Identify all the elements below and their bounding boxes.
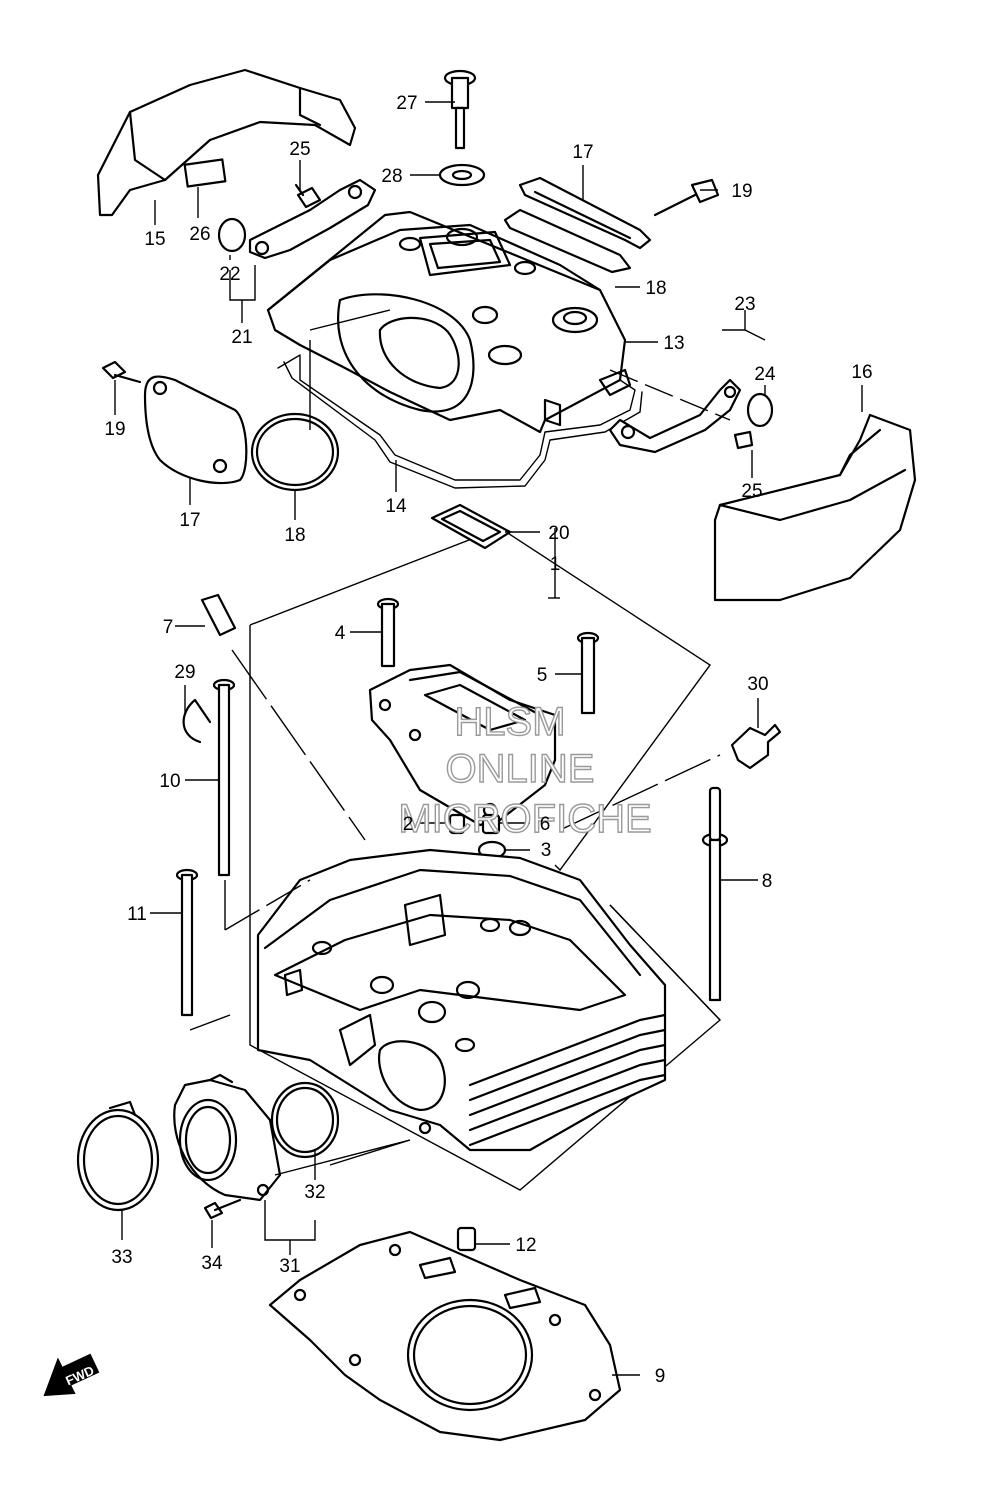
callout-12: 12 xyxy=(515,1235,536,1256)
cover-guard-right xyxy=(713,413,917,602)
callout-32: 32 xyxy=(304,1182,325,1203)
callout-25-top: 25 xyxy=(289,139,310,160)
callout-8: 8 xyxy=(762,871,773,892)
callout-25-right: 25 xyxy=(741,481,762,502)
callout-9: 9 xyxy=(655,1366,666,1387)
cylinder-head-cover xyxy=(266,210,632,434)
callout-2: 2 xyxy=(403,814,414,835)
stud-7 xyxy=(200,593,237,637)
callout-labels: 1 2 3 4 5 6 7 8 9 10 11 12 13 14 15 16 1… xyxy=(104,93,872,1387)
watermark: HLSM ONLINE MICROFICHE xyxy=(398,699,653,841)
bolt-19-right xyxy=(653,178,720,217)
callout-4: 4 xyxy=(335,623,346,644)
callout-17-top: 17 xyxy=(572,142,593,163)
callout-22: 22 xyxy=(219,264,240,285)
clamp-33 xyxy=(76,1108,160,1212)
callout-20: 20 xyxy=(548,523,569,544)
callout-24: 24 xyxy=(754,364,776,385)
callout-5: 5 xyxy=(537,665,548,686)
callout-31: 31 xyxy=(279,1256,300,1277)
callout-14: 14 xyxy=(385,496,407,517)
bolt-4 xyxy=(376,597,400,668)
callout-19-right: 19 xyxy=(731,181,752,202)
callout-29: 29 xyxy=(174,662,195,683)
cap-17-right xyxy=(518,176,652,250)
head-gasket-9 xyxy=(268,1230,622,1442)
fwd-arrow-icon: FWD xyxy=(43,1353,100,1397)
callout-18-left: 18 xyxy=(284,525,305,546)
bolt-27 xyxy=(443,69,477,150)
cap-17-left xyxy=(143,375,248,485)
bolt-8 xyxy=(701,786,729,1002)
spark-plug-30 xyxy=(730,723,782,770)
callout-33: 33 xyxy=(111,1247,132,1268)
callout-6: 6 xyxy=(540,814,551,835)
callout-28: 28 xyxy=(381,166,402,187)
damper-24 xyxy=(746,392,774,428)
damper-22 xyxy=(217,217,247,253)
dowel-12 xyxy=(456,1226,477,1252)
dowel-6 xyxy=(481,813,501,835)
watermark-line2: ONLINE xyxy=(446,747,595,791)
callout-1: 1 xyxy=(550,554,561,575)
bracket-23 xyxy=(608,378,742,454)
callout-30: 30 xyxy=(747,674,768,695)
callout-3: 3 xyxy=(541,840,552,861)
dowel-2 xyxy=(448,813,466,835)
callout-10: 10 xyxy=(159,771,180,792)
screw-34 xyxy=(203,1198,242,1220)
callout-27: 27 xyxy=(396,93,417,114)
watermark-line3: MICROFICHE xyxy=(398,797,651,841)
damper-26 xyxy=(183,158,227,188)
callout-15: 15 xyxy=(144,229,165,250)
camshaft-holder xyxy=(368,663,557,827)
cylinder-head-assembly-outline xyxy=(249,527,712,872)
callout-23: 23 xyxy=(734,294,755,315)
washer-28 xyxy=(438,163,486,187)
bolt-10 xyxy=(212,678,236,877)
leader-lines xyxy=(114,101,863,1376)
bracket-21 xyxy=(248,178,377,260)
cover-guard-left xyxy=(96,68,357,217)
oring-18-right xyxy=(503,208,632,274)
clip-29 xyxy=(182,698,212,744)
bolt-11 xyxy=(175,868,199,1017)
bolt-5 xyxy=(576,631,600,715)
callout-11: 11 xyxy=(127,904,147,925)
callout-26: 26 xyxy=(189,224,210,245)
callout-13: 13 xyxy=(663,333,684,354)
watermark-line1: HLSM xyxy=(454,700,565,744)
gasket-20 xyxy=(430,503,512,550)
bolt-25-right xyxy=(733,430,754,450)
callout-16: 16 xyxy=(851,362,872,383)
cover-gasket xyxy=(277,354,636,481)
callout-17-left: 17 xyxy=(179,510,200,531)
oring-18-left xyxy=(250,412,340,492)
callout-21: 21 xyxy=(231,327,252,348)
callout-18-right: 18 xyxy=(645,278,666,299)
cylinder-head xyxy=(256,848,667,1152)
callout-7: 7 xyxy=(163,617,174,638)
callout-34: 34 xyxy=(201,1253,223,1274)
oring-32 xyxy=(270,1081,340,1159)
callout-19-left: 19 xyxy=(104,419,125,440)
bolt-19-left xyxy=(101,360,142,384)
intake-pipe-31 xyxy=(173,1073,282,1202)
